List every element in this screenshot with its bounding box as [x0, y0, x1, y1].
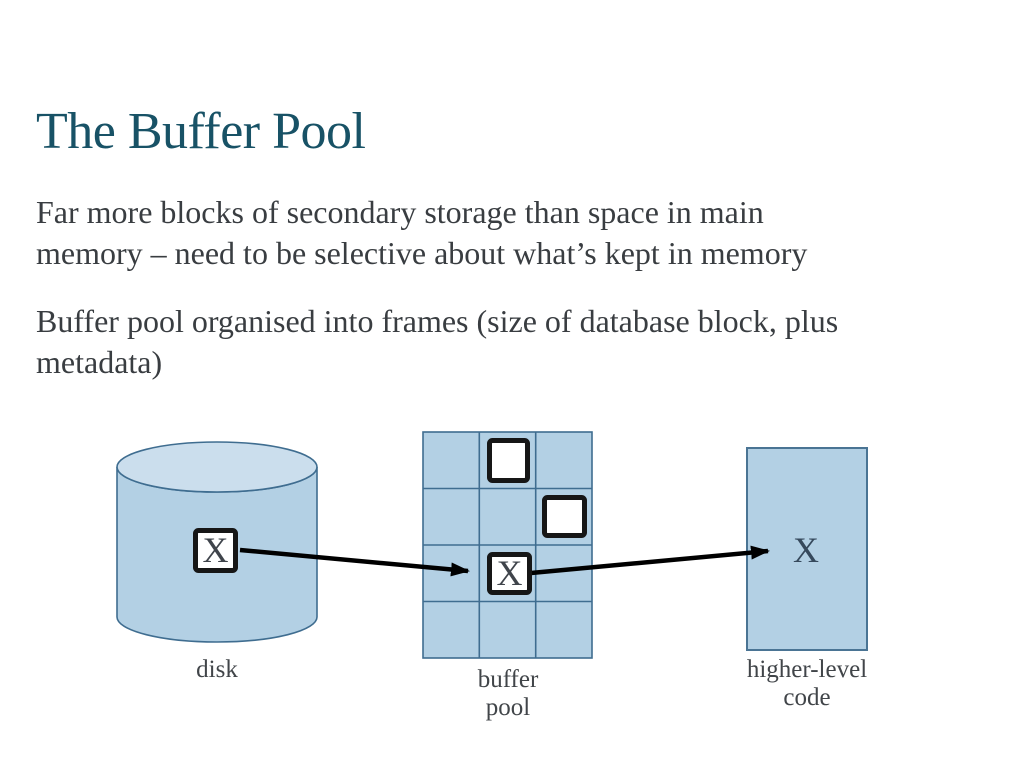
disk-block-mark: X	[203, 530, 229, 570]
body-paragraph-1: Far more blocks of secondary storage tha…	[36, 192, 807, 274]
buffer-pool-label-line2: pool	[486, 694, 531, 721]
disk-block: X	[193, 528, 238, 573]
body-line: Far more blocks of secondary storage tha…	[36, 194, 764, 230]
buffer-frame-block-mark: X	[497, 553, 523, 593]
higher-level-code-label-line1: higher-level	[747, 656, 867, 683]
cylinder-top	[116, 441, 318, 493]
disk-block-box	[193, 528, 238, 573]
buffer-pool-diagram: X X X disk buffer pool higher-level code	[116, 431, 868, 721]
body-line: memory – need to be selective about what…	[36, 235, 808, 271]
free-frame-block	[542, 495, 587, 538]
body-paragraph-2: Buffer pool organised into frames (size …	[36, 301, 838, 383]
code-block-mark: X	[793, 530, 819, 570]
disk-label: disk	[196, 656, 238, 683]
slide-title: The Buffer Pool	[36, 103, 366, 160]
body-line: Buffer pool organised into frames (size …	[36, 303, 839, 339]
buffer-frame-block-box	[487, 552, 532, 595]
higher-level-code-label-line2: code	[783, 684, 830, 711]
arrow-buffer-to-code	[530, 545, 770, 576]
arrow-disk-to-buffer	[239, 547, 470, 577]
buffer-pool-label-line1: buffer	[478, 666, 539, 693]
buffer-frame-block: X	[487, 552, 532, 595]
body-line: metadata)	[36, 344, 163, 380]
free-frame-block	[487, 438, 530, 483]
